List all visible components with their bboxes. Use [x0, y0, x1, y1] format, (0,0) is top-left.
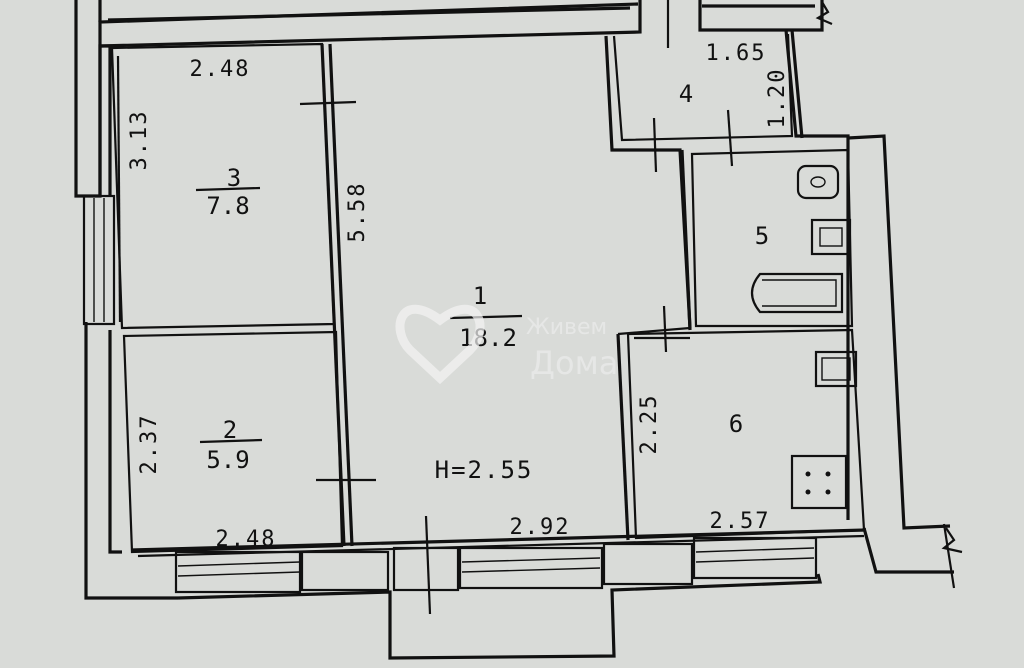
room-labels: 3 7.8 1 18.2 2 5.9 4 5 6 — [195, 80, 769, 474]
dim-room6-width: 2.57 — [710, 509, 771, 534]
stove-icon — [790, 454, 848, 510]
washbasin-icon — [810, 218, 852, 256]
room-5-number: 5 — [755, 222, 769, 250]
dimensions: 2.48 3.13 5.58 1.65 1.20 2.37 2.48 2.92 … — [127, 41, 790, 552]
dim-room3-length: 3.13 — [127, 110, 152, 171]
room-3-number: 3 — [227, 164, 241, 192]
watermark-line1: Живем — [526, 315, 607, 340]
kitchen-sink-icon — [814, 350, 858, 388]
walls — [74, 0, 954, 660]
toilet-icon — [796, 164, 840, 200]
room-3-area: 7.8 — [206, 192, 249, 220]
room-4-number: 4 — [679, 80, 693, 108]
door-marks — [299, 0, 963, 615]
fixtures — [750, 164, 858, 510]
ceiling-height: H=2.55 — [435, 456, 534, 484]
room-2-number: 2 — [223, 416, 237, 444]
room-2-area: 5.9 — [206, 446, 249, 474]
watermark-logo: Живем Дома — [395, 304, 618, 385]
dim-room6-length: 2.25 — [637, 394, 662, 455]
dim-room4-width: 1.65 — [706, 41, 767, 66]
dim-room2-length: 2.37 — [137, 414, 162, 475]
watermark-line2: Дома — [530, 344, 618, 382]
room-1-number: 1 — [473, 282, 487, 310]
dim-room1-length: 5.58 — [345, 182, 370, 243]
bathtub-icon — [750, 272, 844, 314]
dim-room1-width: 2.92 — [510, 515, 571, 540]
room-6-number: 6 — [729, 410, 743, 438]
windows — [82, 194, 818, 594]
dim-room2-width: 2.48 — [216, 527, 277, 552]
dim-room4-length: 1.20 — [765, 68, 790, 129]
dim-room3-width: 2.48 — [190, 57, 251, 82]
